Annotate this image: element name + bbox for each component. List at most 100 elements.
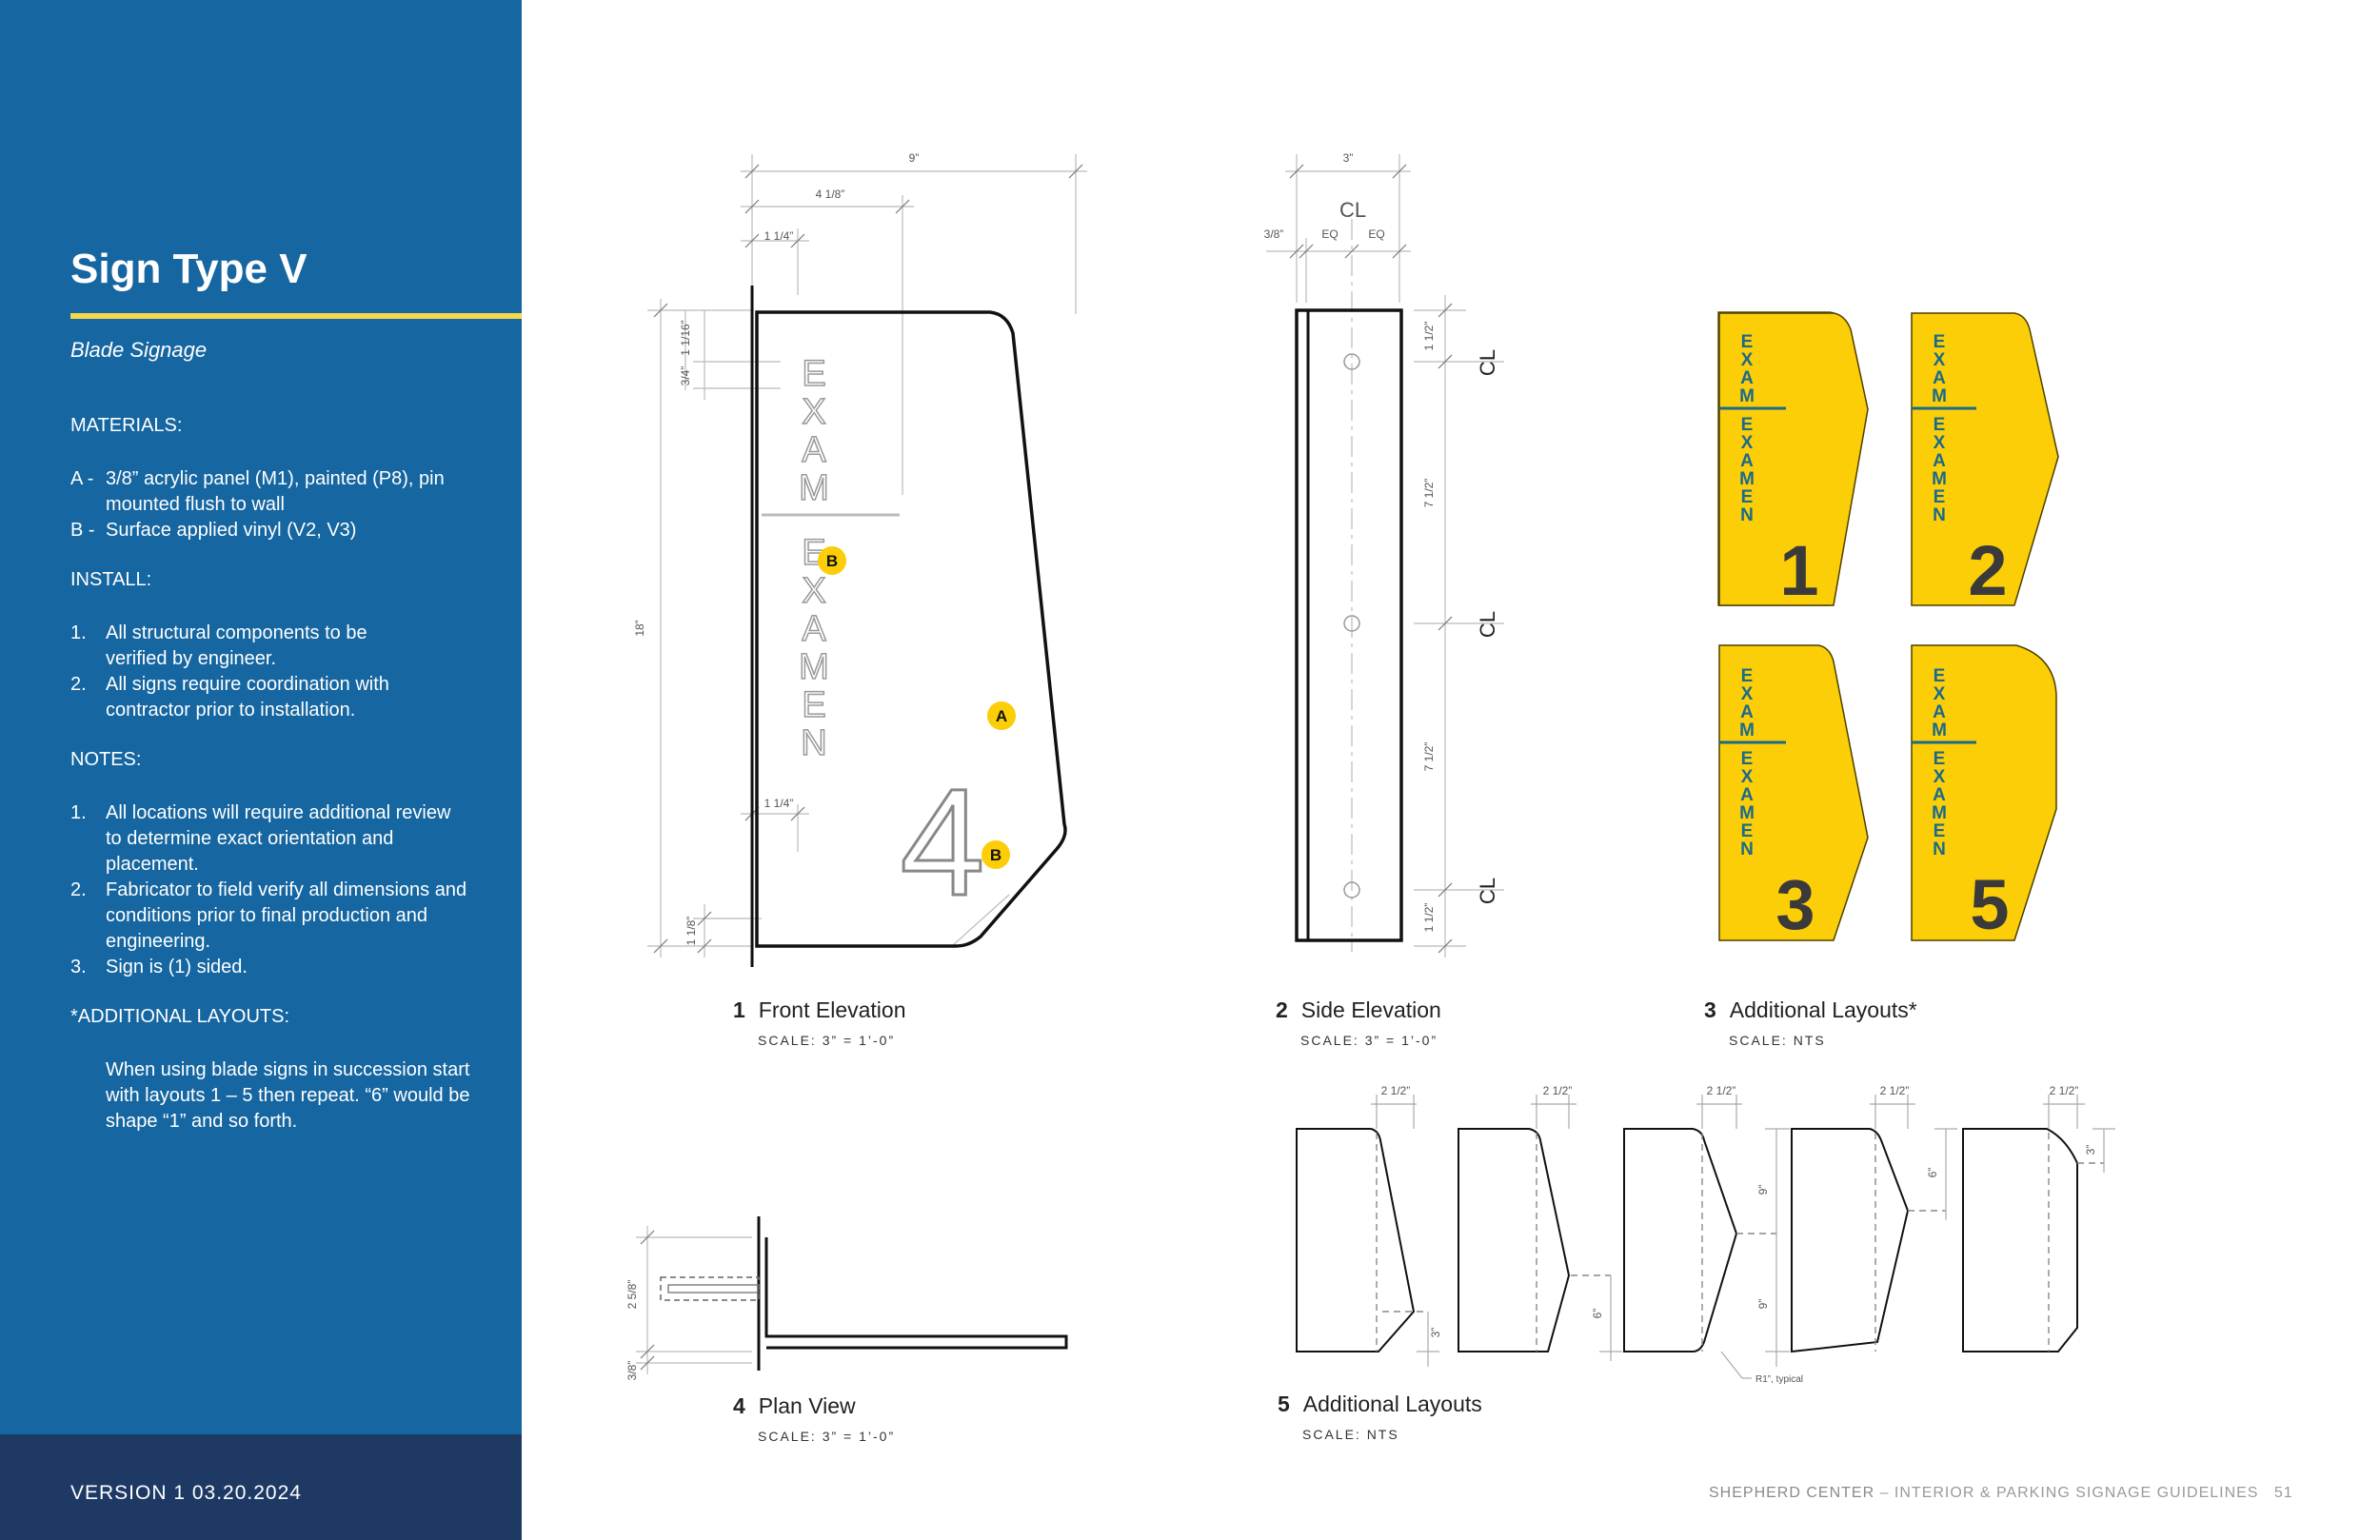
svg-text:A: A (1933, 702, 1946, 722)
layout-sign-1-body: 1 (1718, 312, 1869, 610)
svg-text:X: X (1934, 767, 1946, 787)
radius-note: R1”, typical (1755, 1374, 1803, 1385)
svg-text:M: M (1739, 469, 1755, 489)
layout-number: 2 (1968, 531, 2007, 610)
svg-text:A: A (1933, 785, 1946, 805)
svg-text:M: M (1739, 721, 1755, 740)
dim-offset: 2 1/2” (1707, 1084, 1736, 1097)
svg-text:E: E (1741, 666, 1754, 686)
svg-text:E: E (1934, 821, 1946, 841)
svg-text:E: E (1741, 332, 1754, 352)
callout-a: A (987, 701, 1016, 730)
note-marker: 1. (70, 802, 87, 823)
dim-bottom: 1 1/8” (684, 917, 698, 946)
install-header: INSTALL: (70, 569, 152, 590)
notes-header: NOTES: (70, 749, 142, 770)
page-title: Sign Type V (70, 246, 307, 292)
svg-text:E: E (1934, 666, 1946, 686)
svg-text:B: B (990, 846, 1002, 864)
svg-text:E: E (1934, 487, 1946, 507)
svg-text:B: B (826, 552, 838, 570)
dim-six: 6” (1591, 1309, 1604, 1319)
svg-text:N: N (1740, 839, 1754, 859)
note-text: Sign is (1) sided. (106, 957, 248, 977)
material-marker: B - (70, 520, 95, 541)
install-text: All structural components to be verified… (106, 622, 367, 669)
svg-text:A: A (1740, 451, 1754, 471)
material-text: 3/8” acrylic panel (M1), painted (P8), p… (106, 468, 445, 515)
note-marker: 2. (70, 879, 87, 900)
additional-layouts-drawing: 2 1/2” 2 1/2” 2 1/2” 2 1/2” 2 1/2” 3” 6”… (1296, 1084, 2115, 1385)
svg-text:N: N (1933, 839, 1946, 859)
dim-width: 9” (909, 151, 920, 165)
dim-nine: 9” (1756, 1185, 1770, 1195)
dim-offset: 2 1/2” (1543, 1084, 1573, 1097)
svg-text:X: X (1741, 433, 1754, 453)
page-number: 51 (2273, 1485, 2293, 1501)
svg-text:M: M (1739, 386, 1755, 406)
dim-plan-a: 2 5/8” (625, 1280, 639, 1310)
svg-text:E: E (1741, 487, 1754, 507)
material-text: Surface applied vinyl (V2, V3) (106, 520, 357, 541)
svg-text:X: X (1934, 350, 1946, 370)
dim-side-top: 1 1/2” (1422, 322, 1436, 351)
dim-plan-b: 3/8” (625, 1361, 639, 1381)
install-marker: 1. (70, 622, 87, 643)
materials-header: MATERIALS: (70, 415, 183, 436)
layout-sign-3-body: 3 (1718, 644, 1869, 944)
svg-text:A: A (1740, 702, 1754, 722)
svg-text:N: N (801, 723, 826, 763)
scale-additional-layouts-3: SCALE: NTS (1729, 1033, 1826, 1048)
svg-text:E: E (802, 685, 825, 725)
svg-text:X: X (802, 571, 825, 611)
front-elevation-drawing: 9” 4 1/8” 1 1/4” 1 1/4” 18” 3/4” 1 1/16”… (633, 151, 1087, 967)
dim-eq-left: EQ (1321, 227, 1338, 241)
svg-text:E: E (1741, 749, 1754, 769)
dim-six: 6” (1926, 1168, 1939, 1178)
dim-half: 4 1/8” (816, 188, 845, 201)
scale-side-elevation: SCALE: 3” = 1’-0” (1300, 1033, 1438, 1048)
install-text: All signs require coordination with cont… (106, 674, 389, 721)
svg-text:A: A (802, 430, 826, 470)
svg-text:E: E (1741, 821, 1754, 841)
page-footer: SHEPHERD CENTER – INTERIOR & PARKING SIG… (1709, 1485, 2293, 1502)
svg-text:M: M (799, 468, 829, 508)
additional-layouts-header: *ADDITIONAL LAYOUTS: (70, 1006, 290, 1027)
svg-text:X: X (1934, 684, 1946, 704)
svg-text:M: M (1932, 469, 1947, 489)
plan-view-drawing: 2 5/8” 3/8” (625, 1216, 1068, 1381)
dim-offset: 2 1/2” (1381, 1084, 1411, 1097)
svg-text:M: M (1932, 721, 1947, 740)
layout-number: 3 (1775, 865, 1815, 944)
svg-text:M: M (1739, 803, 1755, 823)
dim-nine: 9” (1756, 1299, 1770, 1310)
svg-text:A: A (1740, 368, 1754, 388)
svg-text:X: X (1741, 767, 1754, 787)
svg-text:X: X (1741, 684, 1754, 704)
centerline-symbol: CL (1476, 878, 1499, 904)
layout-number: 1 (1779, 531, 1818, 610)
svg-text:E: E (1934, 415, 1946, 435)
note-marker: 3. (70, 957, 87, 977)
dim-margin-lower: 1 1/4” (764, 797, 794, 810)
dim-eq-right: EQ (1368, 227, 1384, 241)
dim-side-mid-lower: 7 1/2” (1422, 742, 1436, 772)
svg-text:A: A (1933, 451, 1946, 471)
material-marker: A - (70, 468, 94, 489)
svg-text:E: E (1934, 749, 1946, 769)
dim-top-a: 3/4” (679, 366, 692, 386)
svg-text:M: M (1932, 386, 1947, 406)
dim-top-b: 1 1/16” (679, 320, 692, 355)
svg-text:N: N (1740, 505, 1754, 525)
install-marker: 2. (70, 674, 87, 695)
sidebar-panel: Sign Type V Blade Signage MATERIALS: A -… (0, 0, 522, 1540)
svg-text:M: M (1932, 803, 1947, 823)
svg-text:X: X (1934, 433, 1946, 453)
note-text: All locations will require additional re… (106, 802, 451, 875)
svg-text:N: N (1933, 505, 1946, 525)
